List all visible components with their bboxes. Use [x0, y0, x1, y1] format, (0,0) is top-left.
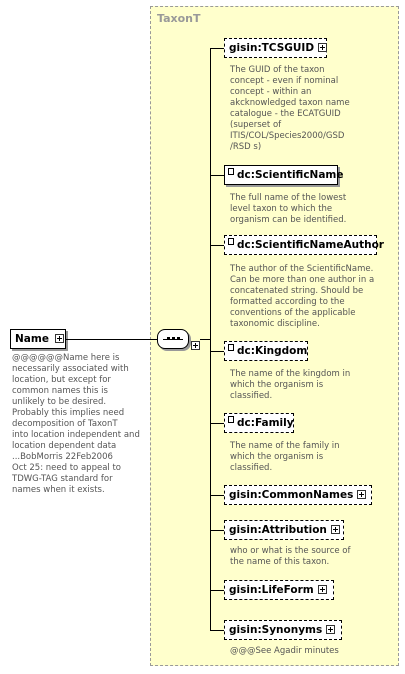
type-title: TaxonT [157, 12, 201, 25]
element-attribution[interactable]: gisin:Attribution [224, 520, 344, 540]
element-scientificname[interactable]: dc:ScientificName [224, 165, 343, 185]
expand-icon[interactable] [317, 585, 327, 594]
documentation-icon [228, 238, 234, 245]
element-lifeform[interactable]: gisin:LifeForm [224, 580, 334, 600]
sequence-bus-line [210, 48, 211, 630]
element-family[interactable]: dc:Family [224, 413, 294, 433]
connector-line [210, 245, 224, 246]
collapse-icon[interactable] [54, 334, 64, 343]
expand-icon[interactable] [357, 490, 367, 499]
expand-icon[interactable] [318, 43, 328, 52]
element-scientificname-doc: The full name of the lowest level taxon … [230, 193, 347, 225]
sequence-compositor-icon[interactable] [157, 329, 189, 349]
root-element-label: Name [15, 333, 49, 345]
element-tcsguid-doc: The GUID of the taxon concept - even if … [230, 65, 350, 152]
expand-icon[interactable] [326, 625, 336, 634]
element-lifeform-label: gisin:LifeForm [229, 584, 314, 596]
connector-line [210, 351, 224, 352]
element-commonnames[interactable]: gisin:CommonNames [224, 485, 372, 505]
documentation-icon [228, 416, 234, 423]
element-kingdom[interactable]: dc:Kingdom [224, 341, 308, 361]
element-tcsguid[interactable]: gisin:TCSGUID [224, 38, 328, 58]
element-kingdom-doc: The name of the kingdom in which the org… [230, 369, 351, 401]
connector-line [210, 590, 224, 591]
element-scientificnameauthor[interactable]: dc:ScientificNameAuthor [224, 235, 384, 255]
root-element-name[interactable]: Name [10, 329, 66, 349]
element-commonnames-label: gisin:CommonNames [229, 489, 354, 501]
element-family-label: dc:Family [237, 417, 294, 429]
element-synonyms[interactable]: gisin:Synonyms [224, 620, 342, 640]
element-scientificname-label: dc:ScientificName [237, 169, 344, 181]
connector-line [210, 48, 224, 49]
documentation-icon [228, 344, 234, 351]
connector-line [210, 175, 224, 176]
connector-line [210, 495, 224, 496]
element-synonyms-label: gisin:Synonyms [229, 624, 323, 636]
connector-line [66, 339, 158, 340]
connector-line [210, 423, 224, 424]
connector-line [210, 630, 224, 631]
element-tcsguid-label: gisin:TCSGUID [229, 42, 315, 54]
documentation-icon [228, 168, 234, 175]
connector-line [210, 530, 224, 531]
taxont-type-panel [150, 6, 399, 666]
expand-icon[interactable] [191, 341, 200, 350]
element-attribution-label: gisin:Attribution [229, 524, 327, 536]
expand-icon[interactable] [330, 525, 340, 534]
element-family-doc: The name of the family in which the orga… [230, 441, 340, 473]
element-scientificnameauthor-doc: The author of the ScientificName. Can be… [230, 264, 375, 329]
connector-line [200, 339, 210, 340]
element-scientificnameauthor-label: dc:ScientificNameAuthor [237, 239, 384, 251]
element-synonyms-doc: @@@See Agadir minutes [230, 646, 339, 656]
element-kingdom-label: dc:Kingdom [237, 345, 308, 357]
root-element-doc: @@@@@@Name here is necessarily associate… [12, 353, 140, 495]
element-attribution-doc: who or what is the source of the name of… [230, 546, 351, 567]
